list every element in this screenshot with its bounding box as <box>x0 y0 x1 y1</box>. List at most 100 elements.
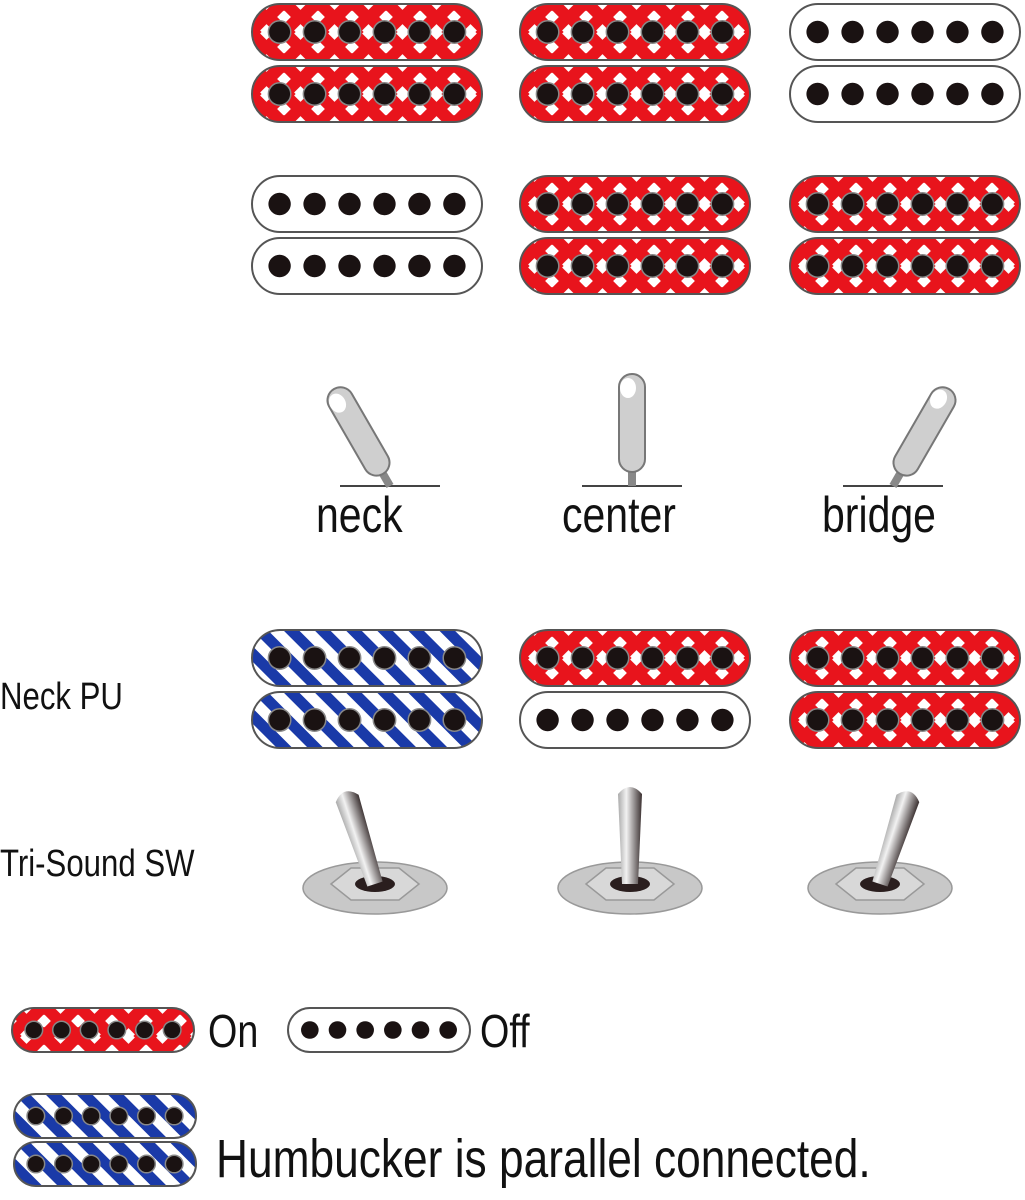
pole-piece <box>442 646 467 670</box>
pole-piece <box>875 192 900 216</box>
pole-piece <box>841 82 864 106</box>
pole-piece <box>675 254 700 278</box>
pole-piece <box>980 192 1005 216</box>
pole-piece <box>109 1106 129 1126</box>
neck-pu-state-3-coil-1 <box>789 629 1021 687</box>
pole-piece <box>164 1106 184 1126</box>
pole-piece <box>605 20 630 44</box>
pole-piece <box>605 192 630 216</box>
pole-piece <box>338 192 361 216</box>
tri-sound-switch-label: Tri-Sound SW <box>0 843 195 885</box>
pole-piece <box>535 20 560 44</box>
pole-piece <box>710 82 735 106</box>
pole-piece <box>675 82 700 106</box>
pole-piece <box>606 708 629 732</box>
pole-piece <box>407 708 432 732</box>
humbucker-row2-col3-coil-2 <box>789 237 1021 295</box>
pole-piece <box>840 254 865 278</box>
pole-piece <box>372 708 397 732</box>
neck-pu-state-2-coil-2 <box>519 691 751 749</box>
pole-piece <box>805 254 830 278</box>
pole-piece <box>910 708 935 732</box>
pole-piece <box>875 646 900 670</box>
pole-piece <box>442 20 467 44</box>
pole-piece <box>162 1020 182 1040</box>
pole-piece <box>911 20 934 44</box>
pole-piece <box>107 1020 127 1040</box>
position-label-bridge: bridge <box>822 487 936 543</box>
pole-piece <box>641 708 664 732</box>
legend-parallel-coil-1 <box>13 1093 197 1139</box>
pole-piece <box>443 254 466 278</box>
pole-piece <box>805 708 830 732</box>
position-label-center: center <box>562 487 676 543</box>
humbucker-row1-col1-coil-2 <box>251 65 483 123</box>
pole-piece <box>53 1154 74 1174</box>
humbucker-row1-col2-coil-2 <box>519 65 751 123</box>
humbucker-row1-col1-coil-1 <box>251 3 483 61</box>
humbucker-row2-col1-coil-2 <box>251 237 483 295</box>
pole-piece <box>840 708 865 732</box>
pole-piece <box>134 1020 155 1040</box>
pole-piece <box>806 82 829 106</box>
pole-piece <box>710 20 735 44</box>
pole-piece <box>710 192 735 216</box>
pole-piece <box>303 192 326 216</box>
pole-piece <box>945 708 970 732</box>
pole-piece <box>53 1106 74 1126</box>
pole-piece <box>570 20 595 44</box>
pole-piece <box>640 20 665 44</box>
legend-off-label: Off <box>480 1005 530 1057</box>
pole-piece <box>536 708 559 732</box>
pole-piece <box>303 254 326 278</box>
pole-piece <box>267 646 292 670</box>
pole-piece <box>267 20 292 44</box>
tri-sound-toggle-right <box>807 791 953 915</box>
pole-piece <box>876 82 899 106</box>
pole-piece <box>372 82 397 106</box>
pole-piece <box>407 646 432 670</box>
pole-piece <box>945 254 970 278</box>
pole-piece <box>81 1154 101 1174</box>
pole-piece <box>980 708 1005 732</box>
pole-piece <box>605 82 630 106</box>
blade-switch-bridge <box>843 386 957 489</box>
legend-parallel-coil-2 <box>13 1141 197 1187</box>
pole-piece <box>24 1020 44 1040</box>
pole-piece <box>911 82 934 106</box>
pole-piece <box>980 254 1005 278</box>
pole-piece <box>79 1020 99 1040</box>
parallel-note: Humbucker is parallel connected. <box>216 1129 871 1189</box>
pole-piece <box>373 254 396 278</box>
pole-piece <box>164 1154 184 1174</box>
pole-piece <box>302 708 327 732</box>
pole-piece <box>302 646 327 670</box>
pole-piece <box>640 192 665 216</box>
pole-piece <box>442 82 467 106</box>
legend-on-coil <box>11 1007 195 1053</box>
pole-piece <box>301 1021 319 1039</box>
legend-on-label: On <box>208 1005 259 1057</box>
blade-switch-center <box>582 373 682 487</box>
pole-piece <box>535 646 560 670</box>
pole-piece <box>384 1021 402 1039</box>
pole-piece <box>337 82 362 106</box>
pole-piece <box>109 1154 129 1174</box>
pole-piece <box>443 192 466 216</box>
pole-piece <box>676 708 699 732</box>
pole-piece <box>26 1106 46 1126</box>
pole-piece <box>570 254 595 278</box>
pole-piece <box>570 646 595 670</box>
pole-piece <box>302 20 327 44</box>
pole-piece <box>411 1021 430 1039</box>
pole-piece <box>356 1021 374 1039</box>
pole-piece <box>711 708 734 732</box>
pole-piece <box>337 20 362 44</box>
pole-piece <box>675 646 700 670</box>
neck-pu-state-1-coil-1 <box>251 629 483 687</box>
pole-piece <box>81 1106 101 1126</box>
pole-piece <box>136 1106 157 1126</box>
pole-piece <box>439 1021 457 1039</box>
pole-piece <box>840 192 865 216</box>
pole-piece <box>338 254 361 278</box>
